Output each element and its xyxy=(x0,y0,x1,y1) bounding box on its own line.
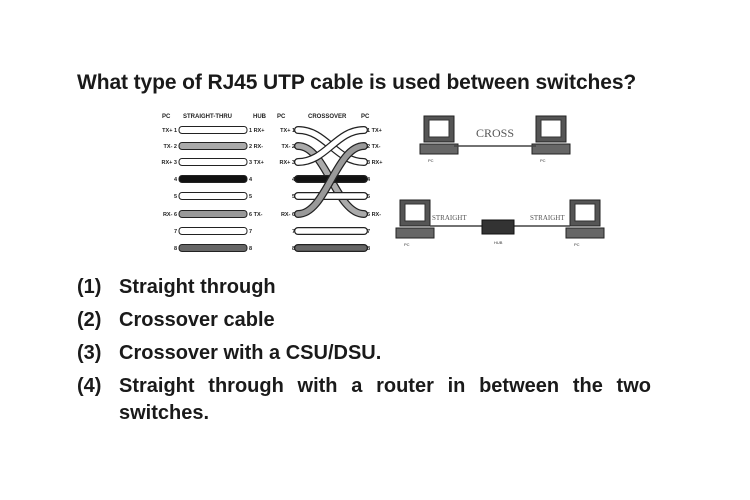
cross-wire xyxy=(295,143,367,217)
straight-pin-right: 3 TX+ xyxy=(249,160,264,166)
straight-pin-left: 8 xyxy=(174,246,177,252)
header-crossover: CROSSOVER xyxy=(308,114,347,120)
straight-pin-left: RX- 6 xyxy=(163,212,177,218)
option-text: Crossover with a CSU/DSU. xyxy=(119,342,382,364)
cross-pin-right: 3 RX+ xyxy=(367,160,382,166)
straight-wire xyxy=(178,227,248,235)
straight-pin-right: 7 xyxy=(249,229,252,235)
monitor-screen xyxy=(428,119,450,138)
option-text: Straight through with a router in betwee… xyxy=(119,375,651,424)
pc-icon-cross-right: PC xyxy=(531,115,571,163)
pc-label: PC xyxy=(404,242,410,247)
header-pc-3: PC xyxy=(361,114,370,120)
pc-label: PC xyxy=(574,242,580,247)
option-text: Crossover cable xyxy=(119,309,275,331)
monitor-screen xyxy=(574,203,596,222)
cross-pin-right: 4 xyxy=(367,177,371,183)
pc-label: PC xyxy=(540,158,546,163)
straight-wire xyxy=(178,192,248,200)
straight-pin-right: 2 RX- xyxy=(249,144,263,150)
straight-label-right: STRAIGHT xyxy=(530,214,565,222)
cross-label: CROSS xyxy=(476,126,514,140)
hub-label: HUB xyxy=(494,240,503,245)
option-number: (3) xyxy=(77,342,102,364)
option-number: (1) xyxy=(77,276,102,298)
cross-pin-left: TX+ 1 xyxy=(280,128,295,134)
monitor-screen xyxy=(540,119,562,138)
straight-pin-right: 8 xyxy=(249,246,252,252)
straight-pin-left: RX+ 3 xyxy=(162,160,177,166)
cross-pin-right: 7 xyxy=(367,229,370,235)
straight-wire xyxy=(178,142,248,150)
cable-diagram-svg: PC STRAIGHT-THRU HUB PC CROSSOVER PC TX+… xyxy=(162,114,605,253)
cross-pin-left: 5 xyxy=(292,194,295,200)
header-hub: HUB xyxy=(253,114,267,120)
straight-pin-left: 5 xyxy=(174,194,177,200)
header-pc-2: PC xyxy=(277,114,286,120)
cross-pin-left: 8 xyxy=(292,246,295,252)
straight-pin-right: 6 TX- xyxy=(249,212,263,218)
hub-icon xyxy=(481,219,515,235)
straight-wire xyxy=(178,126,248,134)
pc-label: PC xyxy=(428,158,434,163)
cable-diagram: PC STRAIGHT-THRU HUB PC CROSSOVER PC TX+… xyxy=(158,108,613,266)
straight-pin-left: 4 xyxy=(174,177,178,183)
option-2[interactable]: (2) Crossover cable xyxy=(77,307,677,334)
cross-pin-left: 7 xyxy=(292,229,295,235)
straight-wire xyxy=(178,158,248,166)
straight-label-left: STRAIGHT xyxy=(432,214,467,222)
straight-pin-right: 4 xyxy=(249,177,253,183)
option-number: (2) xyxy=(77,309,102,331)
straight-wire xyxy=(178,175,248,183)
header-straight-thru: STRAIGHT-THRU xyxy=(183,114,232,120)
cross-pin-right: 6 RX- xyxy=(367,212,381,218)
option-4[interactable]: (4) Straight through with a router in be… xyxy=(77,373,677,427)
straight-wire xyxy=(178,244,248,252)
cross-pin-right: 2 TX- xyxy=(367,144,381,150)
cross-pin-left: RX- 6 xyxy=(281,212,295,218)
question-title: What type of RJ45 UTP cable is used betw… xyxy=(77,71,637,94)
computer-base xyxy=(419,143,459,155)
cross-pin-left: RX+ 3 xyxy=(280,160,295,166)
cross-wire xyxy=(295,127,367,165)
option-number: (4) xyxy=(77,375,102,397)
answer-options: (1) Straight through (2) Crossover cable… xyxy=(77,274,677,433)
option-text: Straight through xyxy=(119,276,276,298)
pc-icon-straight-left: PC xyxy=(395,199,435,247)
header-pc-1: PC xyxy=(162,114,171,120)
computer-base xyxy=(531,143,571,155)
cross-pin-right: 1 TX+ xyxy=(367,128,382,134)
option-1[interactable]: (1) Straight through xyxy=(77,274,677,301)
straight-pin-right: 1 RX+ xyxy=(249,128,264,134)
straight-pin-right: 5 xyxy=(249,194,252,200)
option-3[interactable]: (3) Crossover with a CSU/DSU. xyxy=(77,340,677,367)
straight-pin-left: 7 xyxy=(174,229,177,235)
straight-wire xyxy=(178,210,248,218)
pc-icon-straight-right: PC xyxy=(565,199,605,247)
monitor-screen xyxy=(404,203,426,222)
cross-pin-left: 4 xyxy=(292,177,296,183)
computer-base xyxy=(395,227,435,239)
pc-icon-cross-left: PC xyxy=(419,115,459,163)
computer-base xyxy=(565,227,605,239)
cross-pin-right: 8 xyxy=(367,246,370,252)
straight-pin-left: TX+ 1 xyxy=(162,128,177,134)
straight-pin-left: TX- 2 xyxy=(164,144,177,150)
cross-pin-right: 5 xyxy=(367,194,370,200)
cross-pin-left: TX- 2 xyxy=(282,144,295,150)
